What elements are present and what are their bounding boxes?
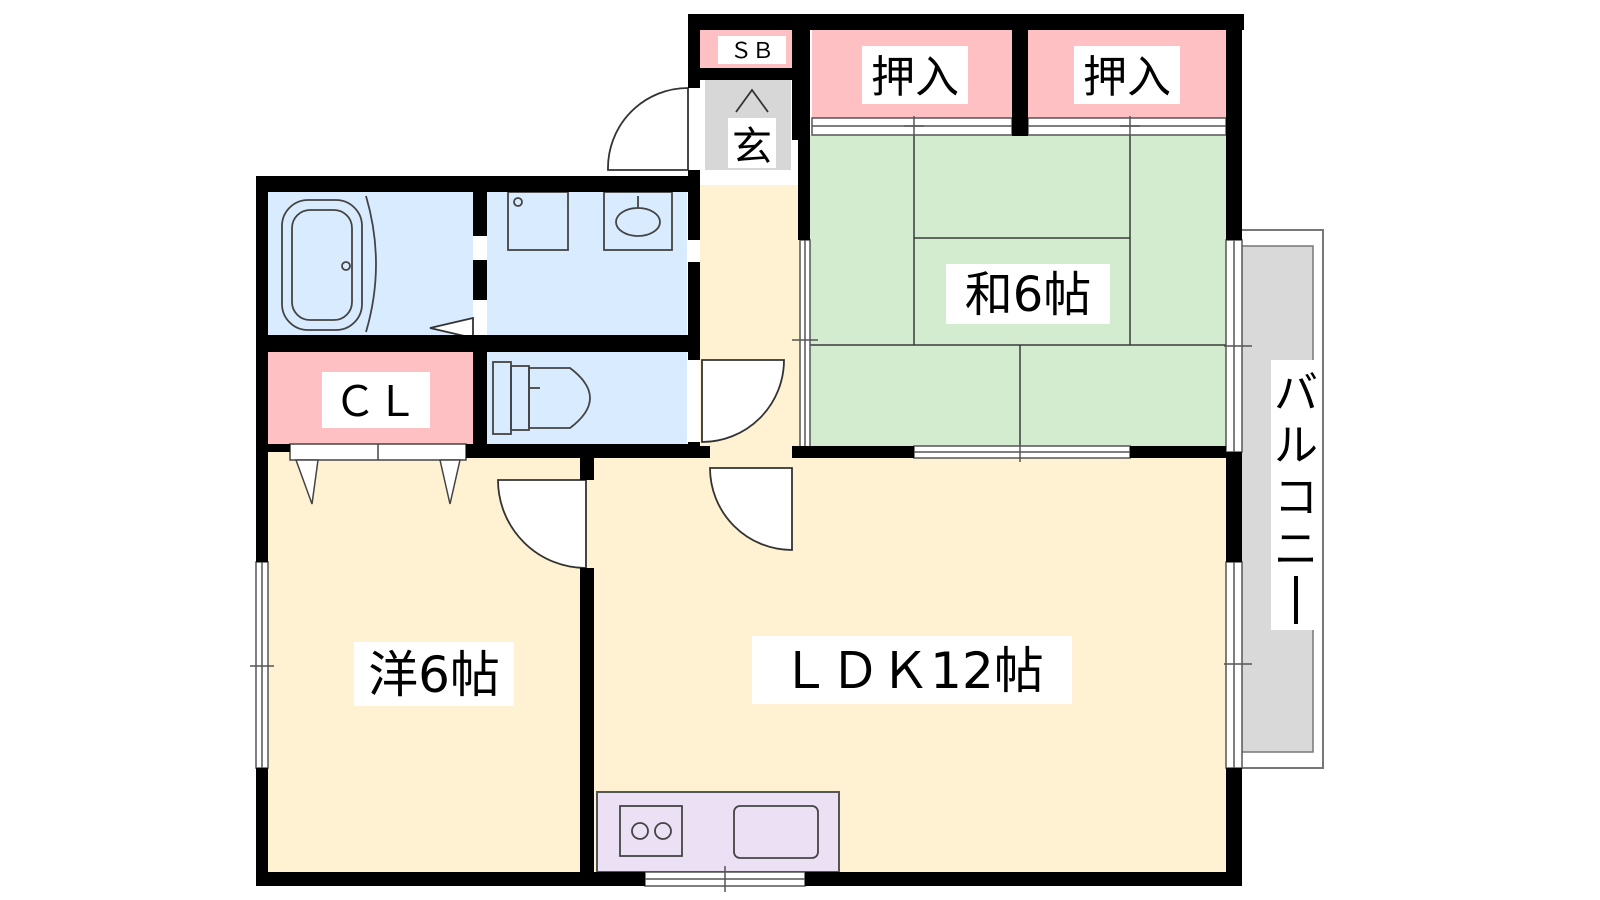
kitchen-counter bbox=[596, 791, 840, 873]
ldk-label: ＬＤＫ12帖 bbox=[780, 642, 1044, 700]
balcony-char-3: コ bbox=[1274, 472, 1318, 523]
kitchen-sink bbox=[733, 805, 819, 859]
windows bbox=[250, 239, 1252, 892]
stove bbox=[619, 805, 683, 857]
bathtub bbox=[281, 195, 377, 333]
balcony-char-4: ニ bbox=[1274, 524, 1318, 575]
closet-label: ＣＬ bbox=[334, 377, 418, 426]
walls bbox=[256, 14, 1244, 886]
balcony-char-1: バ bbox=[1274, 368, 1318, 419]
washitsu-label: 和6帖 bbox=[965, 267, 1092, 323]
oshiire-2-label: 押入 bbox=[1083, 52, 1171, 103]
genkan-label: 玄 bbox=[732, 124, 772, 170]
room-labels: ＳＢ 玄 押入 押入 和6帖 ＣＬ 洋6帖 ＬＤＫ12帖 バ ル コ ニ bbox=[322, 36, 1321, 706]
door-swings bbox=[429, 87, 793, 569]
toilet bbox=[492, 361, 591, 435]
balcony-char-5 bbox=[1294, 576, 1298, 624]
oshiire-doors bbox=[811, 116, 1227, 136]
balcony-char-2: ル bbox=[1274, 420, 1318, 471]
toilet-room bbox=[487, 352, 687, 444]
washroom bbox=[487, 192, 687, 335]
genkan-arrow-icon bbox=[735, 88, 769, 113]
oshiire-1-label: 押入 bbox=[871, 52, 959, 103]
tatami-lines bbox=[810, 135, 1226, 452]
sb-label: ＳＢ bbox=[730, 39, 774, 64]
youshitsu-label: 洋6帖 bbox=[368, 646, 500, 704]
closet-folding-doors bbox=[289, 443, 467, 505]
